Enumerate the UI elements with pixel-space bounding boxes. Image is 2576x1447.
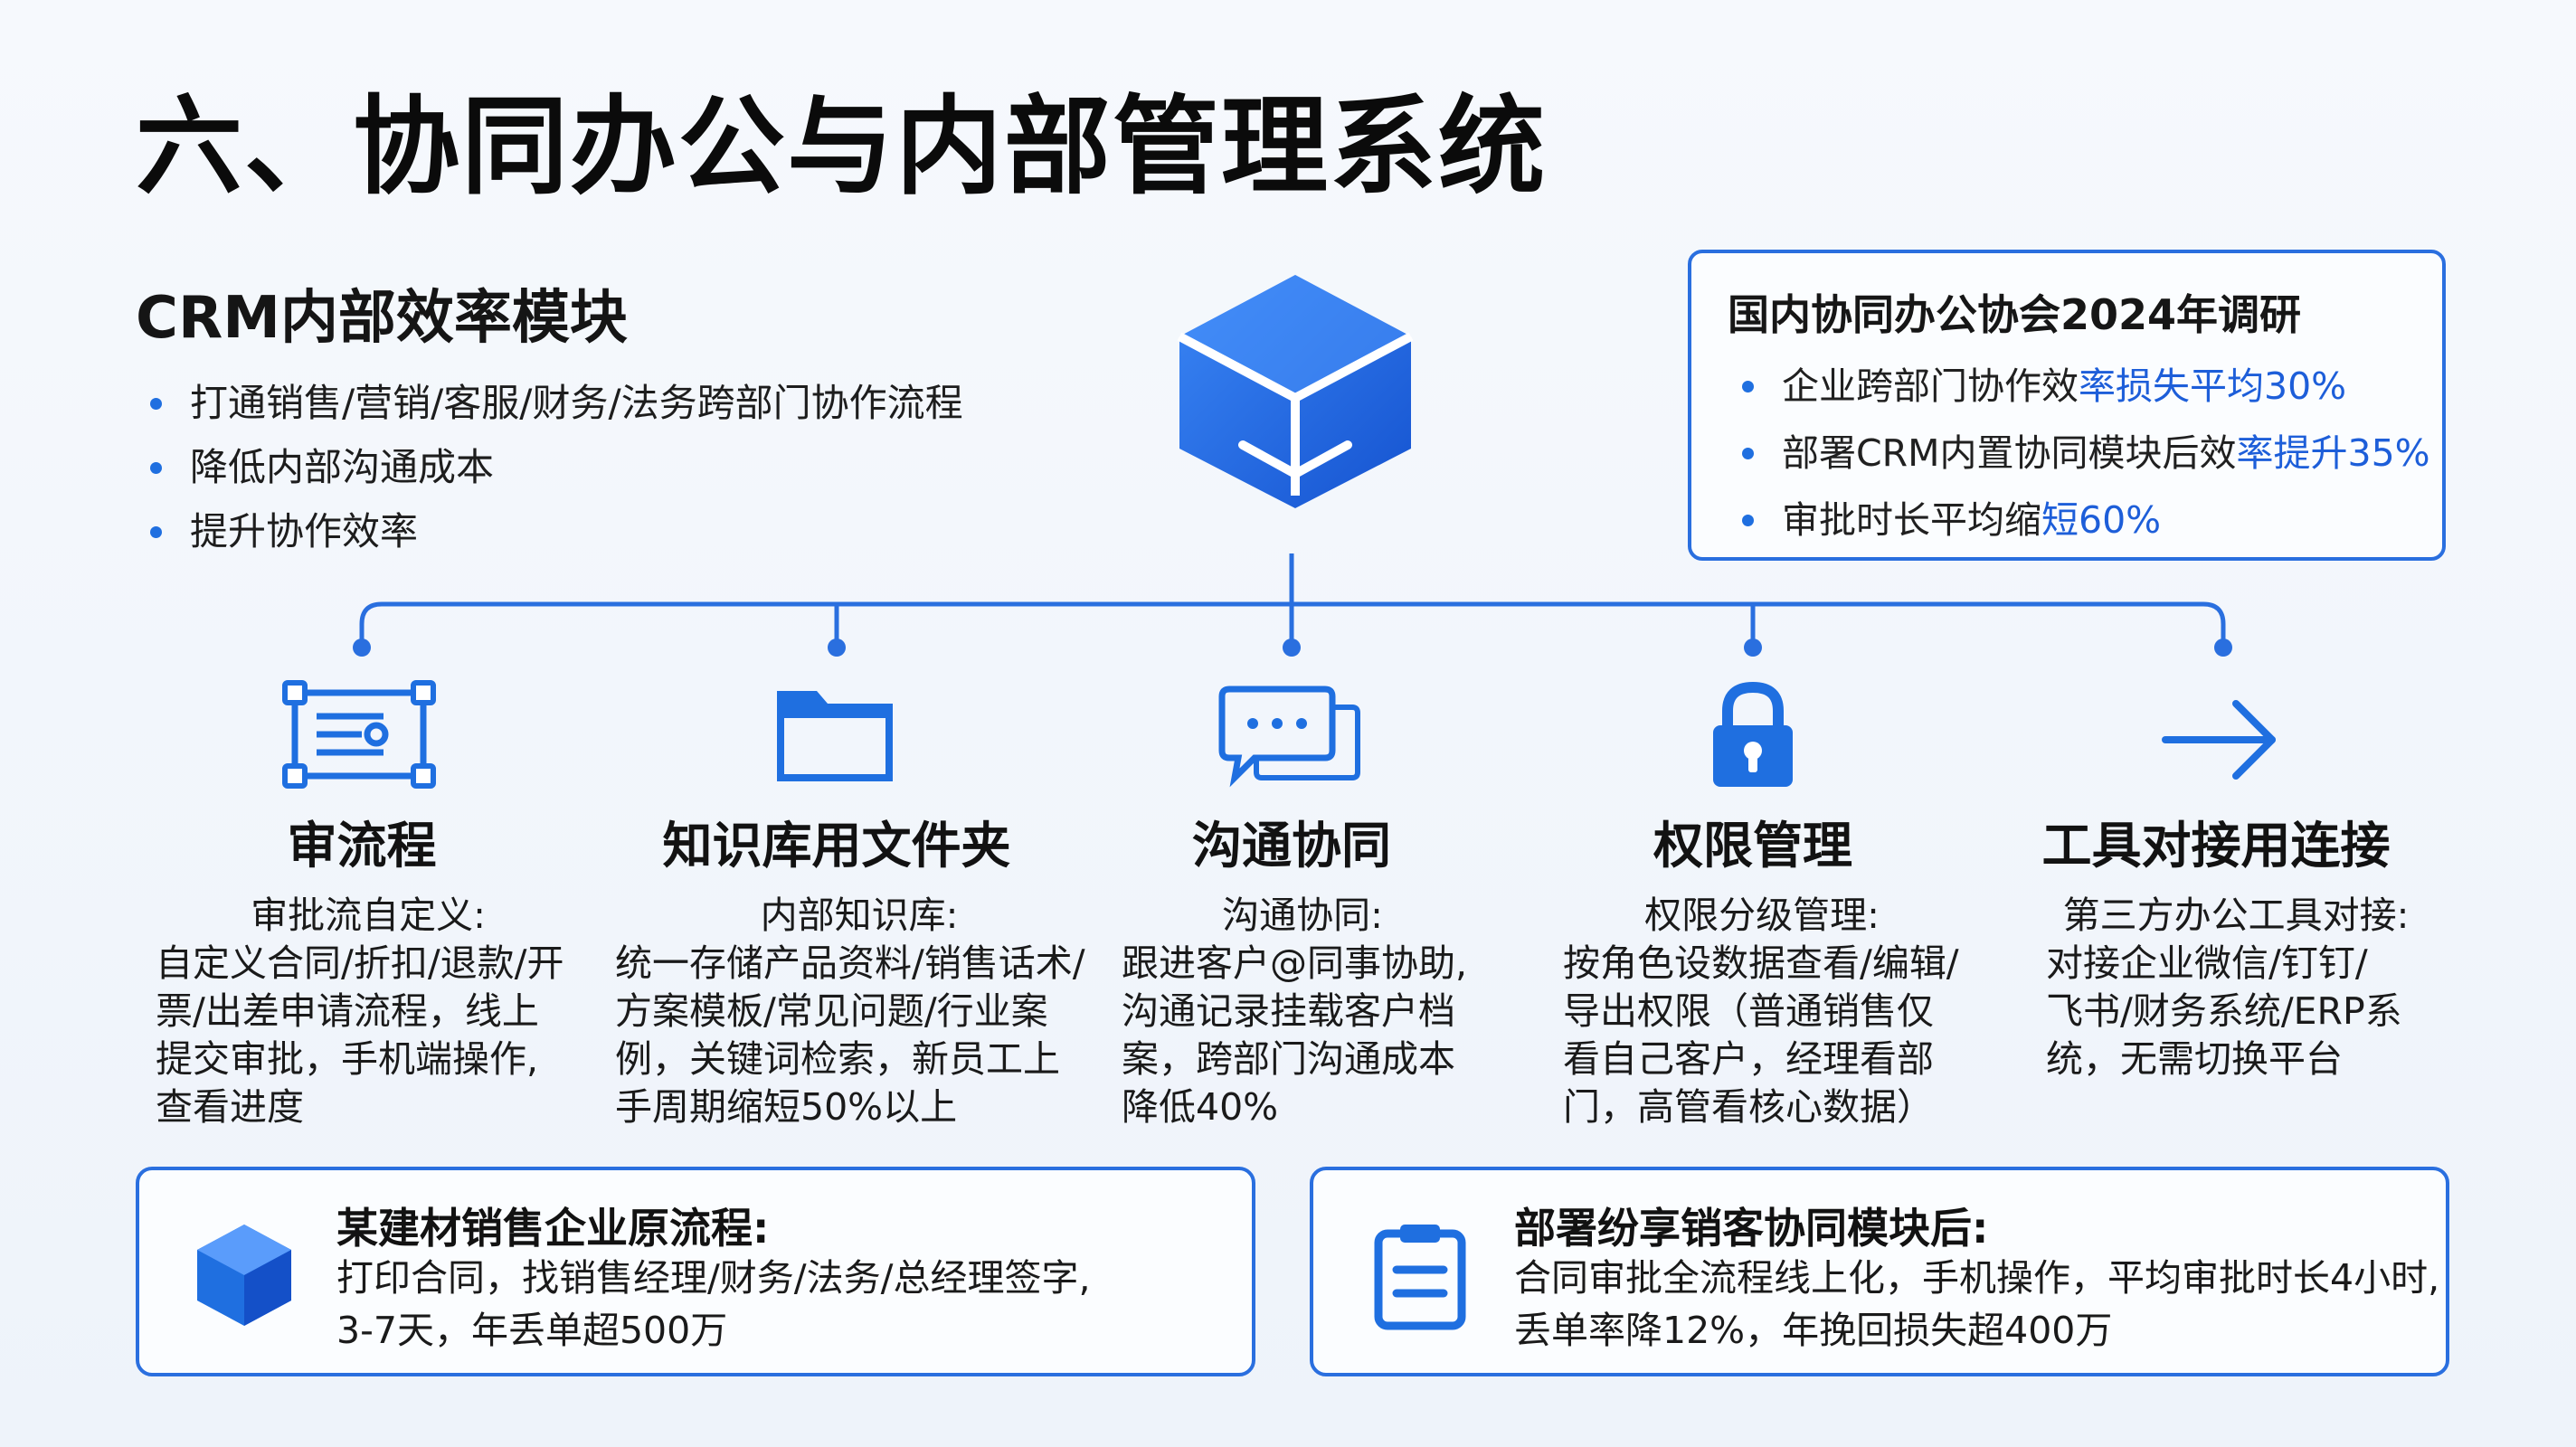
- case-after-text: 合同审批全流程线上化，手机操作，平均审批时长4小时, 丢单率降12%，年挽回损失…: [1514, 1256, 2440, 1352]
- survey-bullet-list: 企业跨部门协作效率损失平均30% 部署CRM内置协同模块后效率提升35% 审批时…: [1728, 353, 2430, 553]
- survey-item: 部署CRM内置协同模块后效率提升35%: [1728, 420, 2430, 487]
- page-title: 六、协同办公与内部管理系统: [136, 84, 1548, 209]
- feature-desc: 第三方办公工具对接: 对接企业微信/钉钉/ 飞书/财务系统/ERP系 统，无需切…: [2046, 892, 2426, 1083]
- feature-title: 工具对接用连接: [2041, 817, 2391, 875]
- crm-bullet: 降低内部沟通成本: [136, 435, 963, 499]
- case-after-box: 部署纷享销客协同模块后: 合同审批全流程线上化，手机操作，平均审批时长4小时, …: [1310, 1167, 2449, 1376]
- cube-icon: [197, 1225, 291, 1326]
- feature-subtitle: 第三方办公工具对接:: [2062, 894, 2410, 937]
- case-before-box: 某建材销售企业原流程: 打印合同，找销售经理/财务/法务/总经理签字, 3-7天…: [136, 1167, 1255, 1376]
- feature-desc: 权限分级管理: 按角色设数据查看/编辑/ 导出权限（普通销售仅 看自己客户，经理…: [1563, 892, 1961, 1131]
- document-icon: [1374, 1225, 1466, 1330]
- feature-desc: 审批流自定义: 自定义合同/折扣/退款/开 票/出差申请流程，线上 提交审批，手…: [156, 892, 581, 1131]
- feature-title: 知识库用文件夹: [662, 817, 1011, 875]
- survey-title: 国内协同办公协会2024年调研: [1728, 290, 2302, 339]
- crm-bullet: 打通销售/营销/客服/财务/法务跨部门协作流程: [136, 371, 963, 435]
- survey-item: 审批时长平均缩短60%: [1728, 487, 2430, 553]
- feature-subtitle: 沟通协同:: [1222, 894, 1383, 937]
- feature-subtitle: 权限分级管理:: [1644, 894, 1880, 937]
- survey-highlight: 率损失平均30%: [2079, 364, 2347, 408]
- feature-subtitle: 内部知识库:: [760, 894, 959, 937]
- case-after-title: 部署纷享销客协同模块后:: [1514, 1204, 1989, 1253]
- case-before-text: 打印合同，找销售经理/财务/法务/总经理签字, 3-7天，年丢单超500万: [336, 1256, 1091, 1352]
- approval-flow-icon: [282, 680, 436, 789]
- feature-subtitle: 审批流自定义:: [251, 894, 486, 937]
- feature-title: 沟通协同: [1191, 817, 1391, 875]
- central-cube-icon: [1177, 275, 1414, 508]
- survey-box: 国内协同办公协会2024年调研 企业跨部门协作效率损失平均30% 部署CRM内置…: [1688, 250, 2446, 561]
- feature-desc: 沟通协同: 跟进客户@同事协助, 沟通记录挂载客户档 案，跨部门沟通成本 降低4…: [1122, 892, 1483, 1131]
- lock-icon: [1713, 681, 1793, 787]
- feature-title: 审流程: [287, 817, 437, 875]
- chat-bubbles-icon: [1218, 686, 1360, 788]
- arrow-right-icon: [2162, 700, 2276, 780]
- feature-title: 权限管理: [1653, 817, 1852, 875]
- feature-desc: 内部知识库: 统一存储产品资料/销售话术/ 方案模板/常见问题/行业案 例，关键…: [615, 892, 1103, 1131]
- case-before-title: 某建材销售企业原流程:: [336, 1204, 770, 1253]
- folder-icon: [777, 691, 893, 781]
- crm-module-title: CRM内部效率模块: [136, 285, 628, 352]
- crm-bullet: 提升协作效率: [136, 499, 963, 563]
- connector-lines: [353, 553, 2232, 657]
- survey-item: 企业跨部门协作效率损失平均30%: [1728, 353, 2430, 420]
- survey-highlight: 短60%: [2041, 498, 2162, 542]
- crm-bullet-list: 打通销售/营销/客服/财务/法务跨部门协作流程 降低内部沟通成本 提升协作效率: [136, 371, 963, 563]
- survey-highlight: 率提升35%: [2236, 431, 2430, 475]
